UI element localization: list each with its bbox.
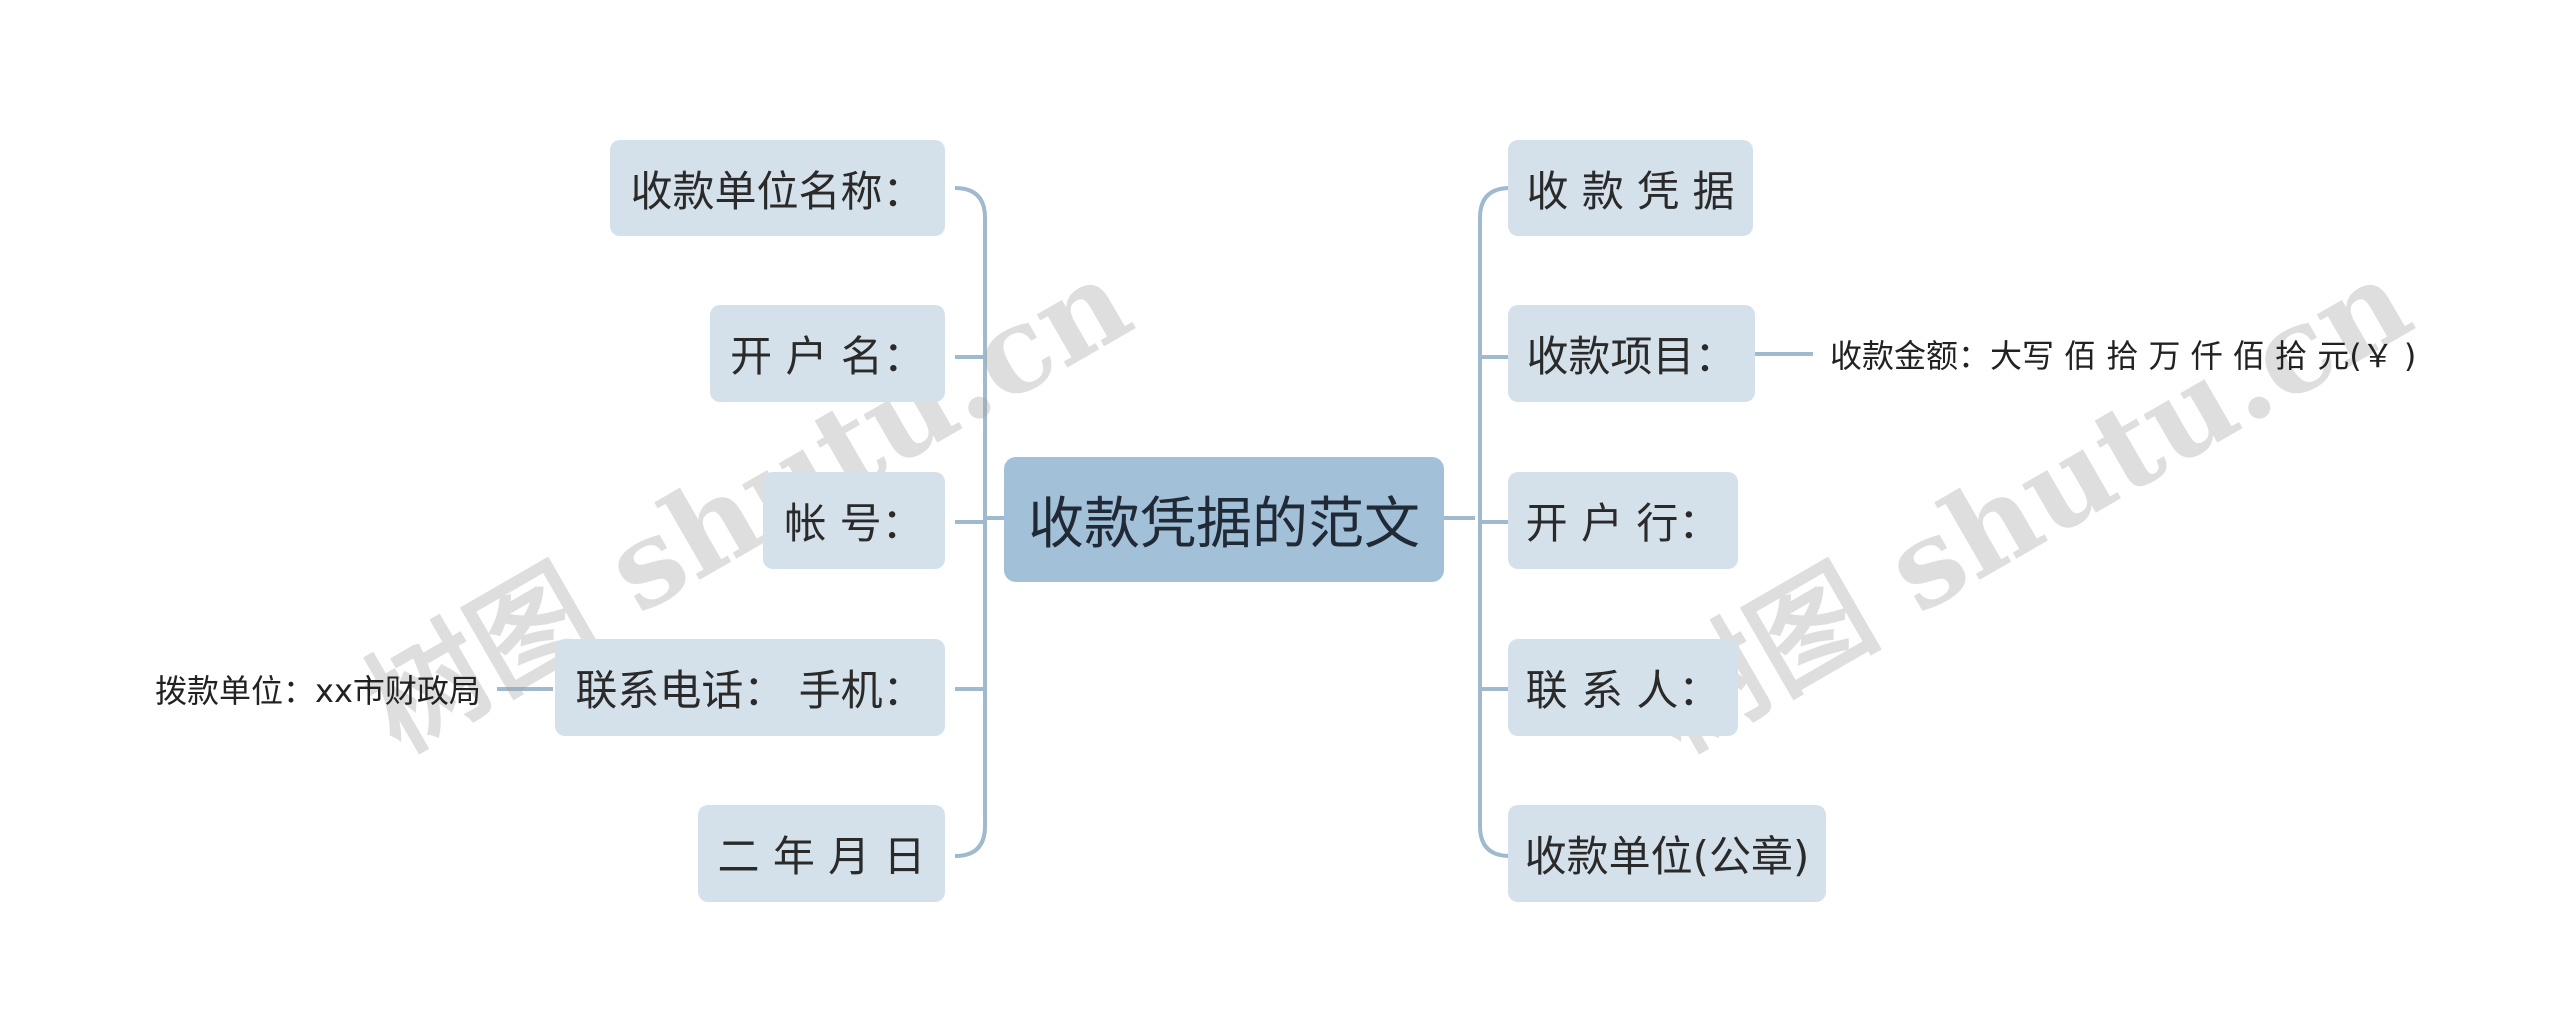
central-topic[interactable]: 收款凭据的范文 [1004,457,1444,582]
left-node-account-number[interactable]: 帐 号： [763,472,945,569]
left-node-payee-name[interactable]: 收款单位名称： [610,140,945,236]
right-node-contact-person[interactable]: 联 系 人： [1508,639,1738,736]
left-node-contact-phone[interactable]: 联系电话： 手机： [555,639,945,736]
left-leaf-funding-unit[interactable]: 拨款单位：xx市财政局 [155,672,481,710]
right-node-payment-item[interactable]: 收款项目： [1508,305,1755,402]
left-node-account-name[interactable]: 开 户 名： [710,305,945,402]
right-node-receipt-title[interactable]: 收 款 凭 据 [1508,140,1753,236]
left-node-date[interactable]: 二 年 月 日 [698,805,945,902]
right-node-bank[interactable]: 开 户 行： [1508,472,1738,569]
right-node-payee-seal[interactable]: 收款单位(公章) [1508,805,1826,902]
right-leaf-amount[interactable]: 收款金额：大写 佰 拾 万 仟 佰 拾 元(￥ ) [1830,337,2417,375]
